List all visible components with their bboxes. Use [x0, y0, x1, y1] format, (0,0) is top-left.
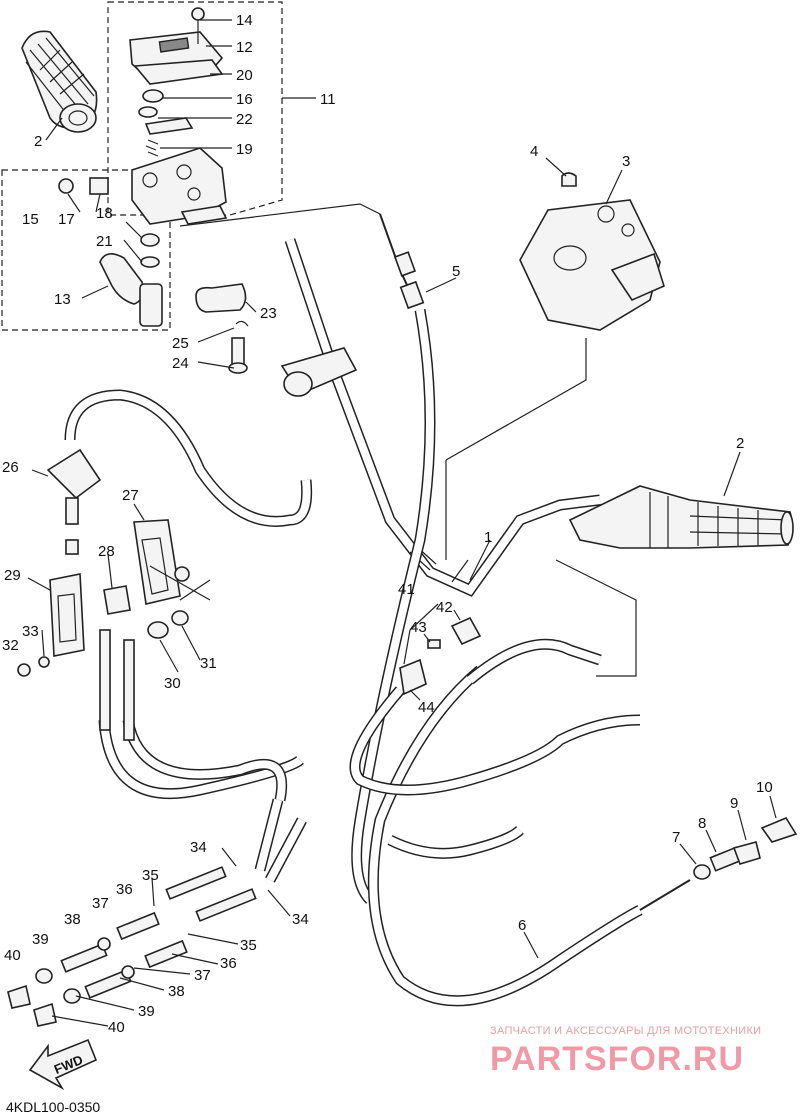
adjuster-set-upper [7, 866, 227, 1009]
callout-29: 29 [4, 567, 21, 584]
callout-14: 14 [236, 12, 253, 29]
right-grip-part [568, 485, 794, 549]
callout-32: 32 [2, 637, 19, 654]
callout-17: 17 [58, 211, 75, 228]
callout-12: 12 [236, 39, 253, 56]
callout-42: 42 [436, 599, 453, 616]
leader-lines [27, 19, 777, 1027]
switch-housing-upper-part [129, 7, 224, 85]
callout-25: 25 [172, 335, 189, 352]
callout-38-lower: 38 [168, 983, 185, 1000]
callout-27: 27 [122, 487, 139, 504]
callout-28: 28 [98, 543, 115, 560]
callout-1: 1 [484, 529, 492, 546]
watermark-tagline: ЗАПЧАСТИ И АКСЕССУАРЫ ДЛЯ МОТОТЕХНИКИ [490, 1025, 761, 1037]
diagram-code: 4KDL100-0350 [6, 1099, 100, 1115]
callout-31: 31 [200, 655, 217, 672]
callout-39-lower: 39 [138, 1003, 155, 1020]
callout-41: 41 [398, 581, 415, 598]
callout-4: 4 [530, 143, 538, 160]
callout-2-left: 2 [34, 133, 42, 150]
callout-44: 44 [418, 699, 435, 716]
callout-37-lower: 37 [194, 967, 211, 984]
callout-35-lower: 35 [240, 937, 257, 954]
callout-20: 20 [236, 67, 253, 84]
switch-41-group [399, 616, 482, 696]
callout-7: 7 [672, 829, 680, 846]
callout-10: 10 [756, 779, 773, 796]
callout-3: 3 [622, 153, 630, 170]
callout-16: 16 [236, 91, 253, 108]
callout-39-upper: 39 [32, 931, 49, 948]
cable-set [64, 213, 691, 1007]
adjuster-set-lower [33, 888, 257, 1027]
left-grip-part [21, 30, 98, 133]
switch-small-parts [138, 89, 194, 157]
callout-15: 15 [22, 211, 39, 228]
watermark-brand: PARTSFOR.RU [490, 1040, 744, 1078]
handlebar-part [280, 238, 601, 597]
callout-30: 30 [164, 675, 181, 692]
callout-8: 8 [698, 815, 706, 832]
callout-38-upper: 38 [64, 911, 81, 928]
callout-23: 23 [260, 305, 277, 322]
callout-36-upper: 36 [116, 881, 133, 898]
callout-9: 9 [730, 795, 738, 812]
callout-33: 33 [22, 623, 39, 640]
switch-housing-lower-part [131, 147, 228, 225]
callout-43: 43 [410, 619, 427, 636]
callout-36-lower: 36 [220, 955, 237, 972]
callout-24: 24 [172, 355, 189, 372]
callout-34-upper: 34 [190, 839, 207, 856]
callout-35-upper: 35 [142, 867, 159, 884]
master-cylinder-part [17, 448, 190, 741]
callout-21: 21 [96, 233, 113, 250]
callout-5: 5 [452, 263, 460, 280]
forward-arrow-icon: FWD [28, 1038, 98, 1091]
callout-40-upper: 40 [4, 947, 21, 964]
callout-18: 18 [96, 205, 113, 222]
callout-19: 19 [236, 141, 253, 158]
callout-6: 6 [518, 917, 526, 934]
callout-labels: 14 12 20 16 11 22 19 2 15 17 18 21 13 23… [2, 12, 773, 1036]
callout-22: 22 [236, 111, 253, 128]
callout-2-right: 2 [736, 435, 744, 452]
clamp-23-part [195, 283, 249, 374]
adjuster-set-right [693, 817, 798, 880]
throttle-housing-part [519, 172, 665, 331]
callout-13: 13 [54, 291, 71, 308]
lever-assembly-13 [58, 177, 163, 327]
callout-34-lower: 34 [292, 911, 309, 928]
callout-37-upper: 37 [92, 895, 109, 912]
callout-40-lower: 40 [108, 1019, 125, 1036]
callout-26: 26 [2, 459, 19, 476]
assembly-13-boundary [1, 169, 171, 331]
callout-11: 11 [320, 91, 336, 108]
